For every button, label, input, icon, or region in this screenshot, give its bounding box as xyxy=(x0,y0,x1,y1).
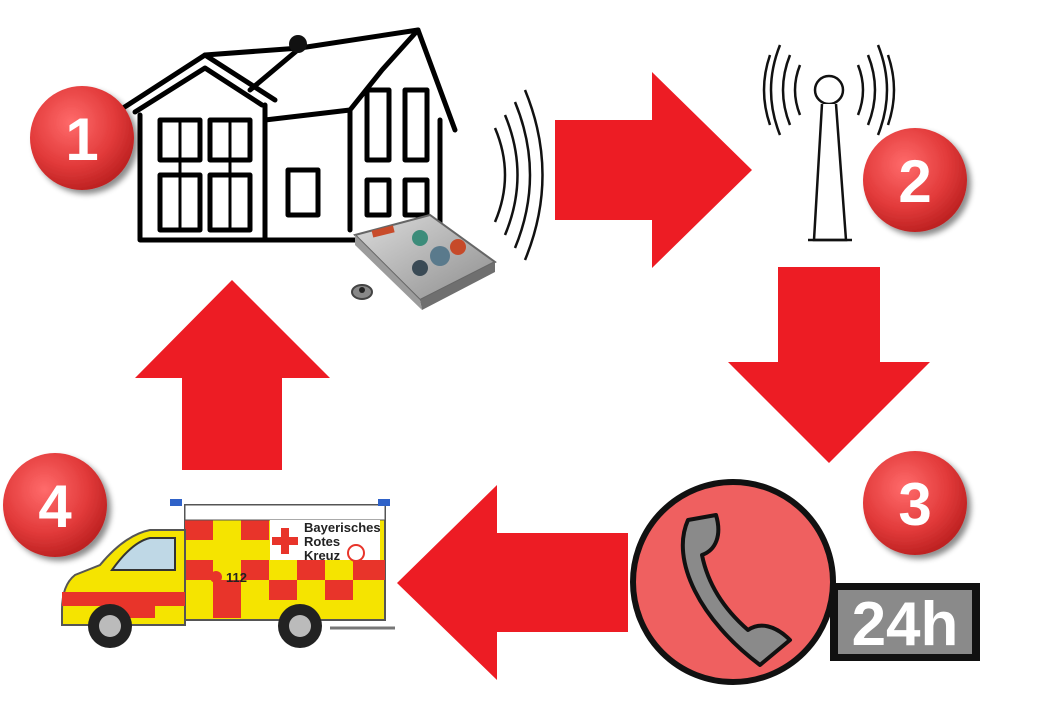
ambulance-org-line1: Bayerisches xyxy=(304,520,381,535)
ambulance-unit-number: 112 xyxy=(226,570,247,585)
telephone-handset-icon xyxy=(680,513,792,667)
step-badge-1: 1 xyxy=(30,86,134,190)
phone-circle xyxy=(630,479,836,685)
step-badge-4: 4 xyxy=(3,453,107,557)
arrow-down-2-to-3 xyxy=(728,267,930,463)
chimney-cap xyxy=(289,35,307,53)
svg-text:4: 4 xyxy=(38,473,72,540)
svg-text:24h: 24h xyxy=(852,590,959,659)
arrow-up-4-to-1 xyxy=(135,280,330,470)
arrow-right-1-to-2 xyxy=(555,72,752,268)
svg-text:3: 3 xyxy=(898,471,931,538)
red-cross-icon xyxy=(272,528,298,554)
badge-24h: 24h xyxy=(830,583,980,661)
step-badge-2: 2 xyxy=(863,128,967,232)
arrow-left-3-to-4 xyxy=(397,485,628,680)
ambulance-org-line3: Kreuz xyxy=(304,548,341,563)
brk-emblem-icon xyxy=(347,544,365,562)
house-icon xyxy=(117,27,458,243)
antenna-tower-icon xyxy=(762,44,896,242)
signal-waves-icon xyxy=(493,89,544,261)
emergency-button-device-icon xyxy=(351,213,497,310)
svg-text:1: 1 xyxy=(65,106,98,173)
svg-text:2: 2 xyxy=(898,148,931,215)
step-badge-3: 3 xyxy=(863,451,967,555)
ambulance-icon xyxy=(61,499,395,648)
phone-small-icon xyxy=(210,571,222,583)
ambulance-org-line2: Rotes xyxy=(304,534,340,549)
